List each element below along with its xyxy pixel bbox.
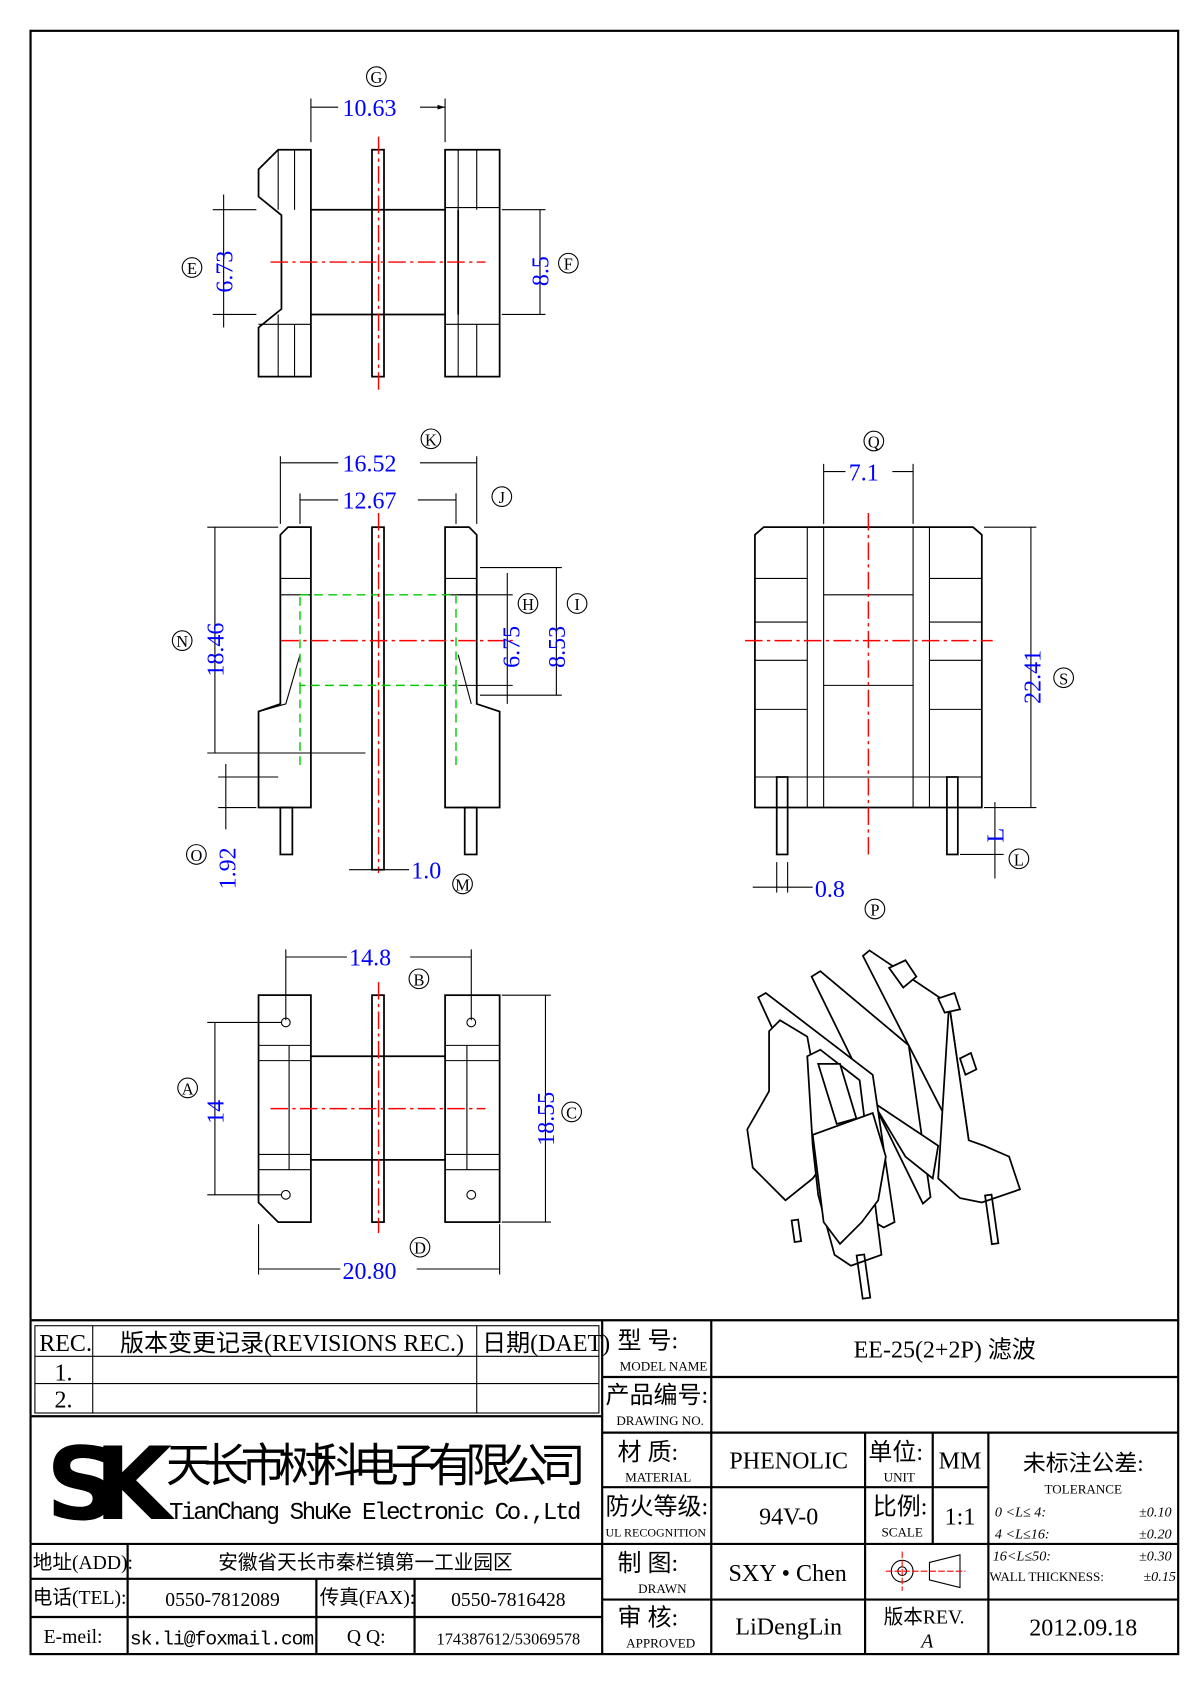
dim-q-letter: Q [868, 433, 880, 452]
approved-label-en: APPROVED [626, 1636, 695, 1651]
dim-h-letter: H [522, 595, 534, 614]
email-label: E-meil: [44, 1627, 103, 1648]
scale-label-en: SCALE [881, 1524, 922, 1539]
drawing-no-label-cn: 产品编号: [605, 1382, 708, 1409]
company-name-en: TianChang ShuKe Electronic Co.,Ltd [169, 1500, 581, 1527]
tolerance-range-2: 4 <L≤16: [995, 1526, 1050, 1542]
dim-n-letter: N [176, 632, 188, 651]
dim-q-value: 7.1 [849, 460, 879, 486]
tolerance-value-1: ±0.10 [1139, 1505, 1172, 1521]
dim-d-value: 20.80 [343, 1259, 397, 1285]
dim-m-value: 1.0 [411, 858, 441, 884]
dim-j-letter: J [499, 488, 506, 507]
dim-i-value: 8.53 [545, 626, 571, 668]
rev-col-desc: 版本变更记录(REVISIONS REC.) [120, 1330, 464, 1357]
scale-value: 1:1 [945, 1504, 976, 1530]
ul-value: 94V-0 [759, 1504, 818, 1530]
tolerance-value-4: ±0.15 [1143, 1569, 1176, 1585]
email-value: sk.li@foxmail.com [130, 1628, 314, 1650]
dim-p-letter: P [870, 901, 879, 920]
dim-d-letter: D [414, 1239, 426, 1258]
first-angle-projection-icon [885, 1551, 966, 1591]
material-label-en: MATERIAL [625, 1470, 691, 1485]
drawn-value: SXY • Chen [729, 1561, 847, 1587]
dim-o-letter: O [190, 846, 202, 865]
rev-value: A [919, 1632, 934, 1653]
dim-l-value: L [984, 828, 1010, 843]
dim-a-letter: A [182, 1079, 194, 1098]
side-view: 7.1 Q 22.41 S L L 0.8 P [745, 430, 1074, 920]
ul-label-cn: 防火等级: [605, 1493, 708, 1520]
dim-g-value: 10.63 [343, 96, 397, 122]
dim-c-value: 18.55 [534, 1092, 560, 1146]
dim-f-letter: F [564, 255, 573, 274]
ul-label-en: UL RECOGNITION [605, 1525, 706, 1539]
company-name-cn: 天长市树科电子有限公司 [166, 1441, 586, 1492]
rev-row-2: 2. [55, 1388, 73, 1414]
fax-value: 0550-7816428 [451, 1590, 566, 1611]
qq-label: Q Q: [347, 1627, 386, 1648]
tolerance-title-cn: 未标注公差: [1023, 1451, 1144, 1476]
dim-s-letter: S [1059, 669, 1068, 688]
rev-label: 版本REV. [884, 1607, 965, 1629]
tolerance-value-3: ±0.30 [1139, 1548, 1172, 1564]
model-label-en: MODEL NAME [620, 1358, 708, 1373]
dim-o-value: 1.92 [216, 847, 242, 889]
drawing-no-label-en: DRAWING NO. [616, 1413, 704, 1428]
drawn-label-cn: 制 图: [617, 1550, 678, 1577]
dim-h-value: 6.75 [499, 626, 525, 668]
material-label-cn: 材 质: [617, 1439, 678, 1466]
approved-value: LiDengLin [735, 1614, 842, 1640]
rev-col-date: 日期(DAET) [482, 1331, 610, 1357]
tolerance-value-2: ±0.20 [1139, 1526, 1172, 1542]
dim-k-letter: K [425, 430, 437, 449]
dim-b-letter: B [413, 970, 424, 989]
address-label: 地址(ADD): [33, 1552, 133, 1574]
rev-row-1: 1. [55, 1360, 73, 1386]
address-value: 安徽省天长市秦栏镇第一工业园区 [218, 1552, 512, 1574]
drawing-border [29, 29, 1180, 1656]
scale-label-cn: 比例: [873, 1493, 928, 1520]
approved-label-cn: 审 核: [617, 1605, 678, 1632]
tolerance-range-4: WALL THICKNESS: [989, 1569, 1103, 1584]
dim-m-letter: M [455, 875, 470, 894]
tolerance-range-3: 16<L≤50: [993, 1548, 1051, 1564]
rev-col-rec: REC. [39, 1331, 92, 1357]
fax-label: 传真(FAX): [320, 1587, 416, 1609]
unit-value: MM [939, 1449, 982, 1475]
dim-s-value: 22.41 [1021, 650, 1047, 704]
isometric-view [746, 949, 1022, 1300]
unit-label-en: UNIT [884, 1470, 915, 1485]
tolerance-range-1: 0 <L≤ 4: [995, 1505, 1046, 1521]
company-logo: SK [46, 1426, 175, 1543]
material-value: PHENOLIC [729, 1449, 848, 1475]
dim-j-value: 12.67 [343, 489, 397, 515]
dim-k-value: 16.52 [343, 452, 397, 478]
dim-e-value: 6.73 [212, 251, 238, 293]
dim-l-letter: L [1014, 850, 1024, 869]
model-label-cn: 型 号: [617, 1328, 678, 1355]
dim-g-letter: G [370, 68, 382, 87]
tel-value: 0550-7812089 [165, 1590, 279, 1611]
dim-p-value: 0.8 [815, 877, 845, 903]
dim-e-letter: E [187, 259, 197, 278]
bottom-view: 14.8 B 14 A 18.55 C 20.80 D [177, 946, 582, 1285]
tel-label: 电话(TEL): [33, 1587, 127, 1609]
model-value: EE-25(2+2P) 滤波 [854, 1336, 1036, 1363]
qq-value: 174387612/53069578 [437, 1629, 581, 1648]
dim-f-value: 8.5 [529, 256, 555, 286]
dim-n-value: 18.46 [204, 623, 230, 677]
front-view: 16.52 K 12.67 J 18.46 N 6.75 H 8.53 I 1.… [171, 428, 588, 894]
unit-label-cn: 单位: [868, 1439, 923, 1466]
dim-a-value: 14 [204, 1100, 230, 1124]
top-view: 10.63 G 6.73 E 8.5 F [181, 66, 579, 393]
drawn-label-en: DRAWN [638, 1581, 687, 1596]
dim-c-letter: C [566, 1103, 577, 1122]
dim-i-letter: I [574, 595, 579, 614]
dim-b-value: 14.8 [349, 946, 391, 972]
title-block: REC. 版本变更记录(REVISIONS REC.) 日期(DAET) 1. … [30, 1319, 1179, 1655]
tolerance-title-en: TOLERANCE [1045, 1482, 1123, 1497]
date-value: 2012.09.18 [1029, 1616, 1137, 1642]
